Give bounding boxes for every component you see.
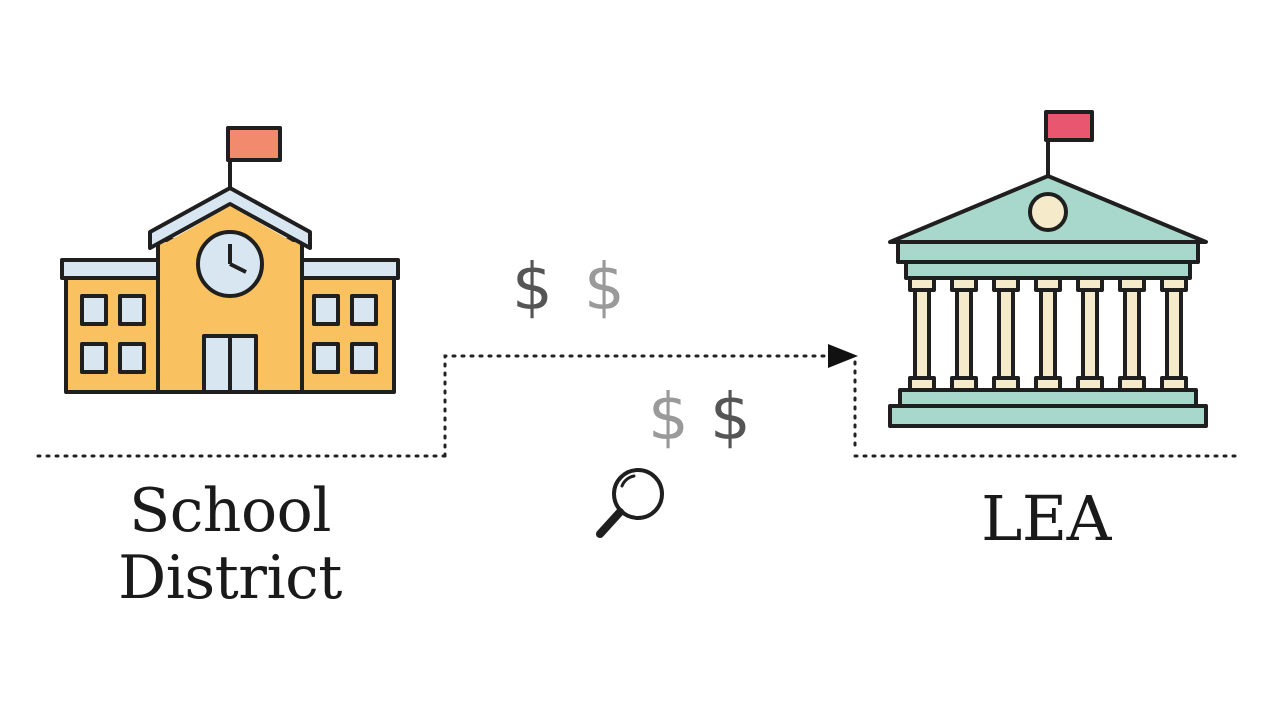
dollar-sign-1: $ [512,251,553,325]
government-building-icon [888,110,1208,428]
magnifying-glass-icon [596,468,664,538]
school-district-label-line1: School [129,476,331,546]
dollar-sign-2: $ [584,251,625,325]
dollar-sign-4: $ [710,381,751,455]
school-district-label: School District [80,476,380,614]
dollar-sign-3: $ [648,381,689,455]
flow-path [443,354,832,458]
lea-label: LEA [981,482,1111,555]
school-building-icon [60,126,400,394]
arrow-head-icon [828,344,858,368]
school-district-label-line2: District [118,543,342,614]
